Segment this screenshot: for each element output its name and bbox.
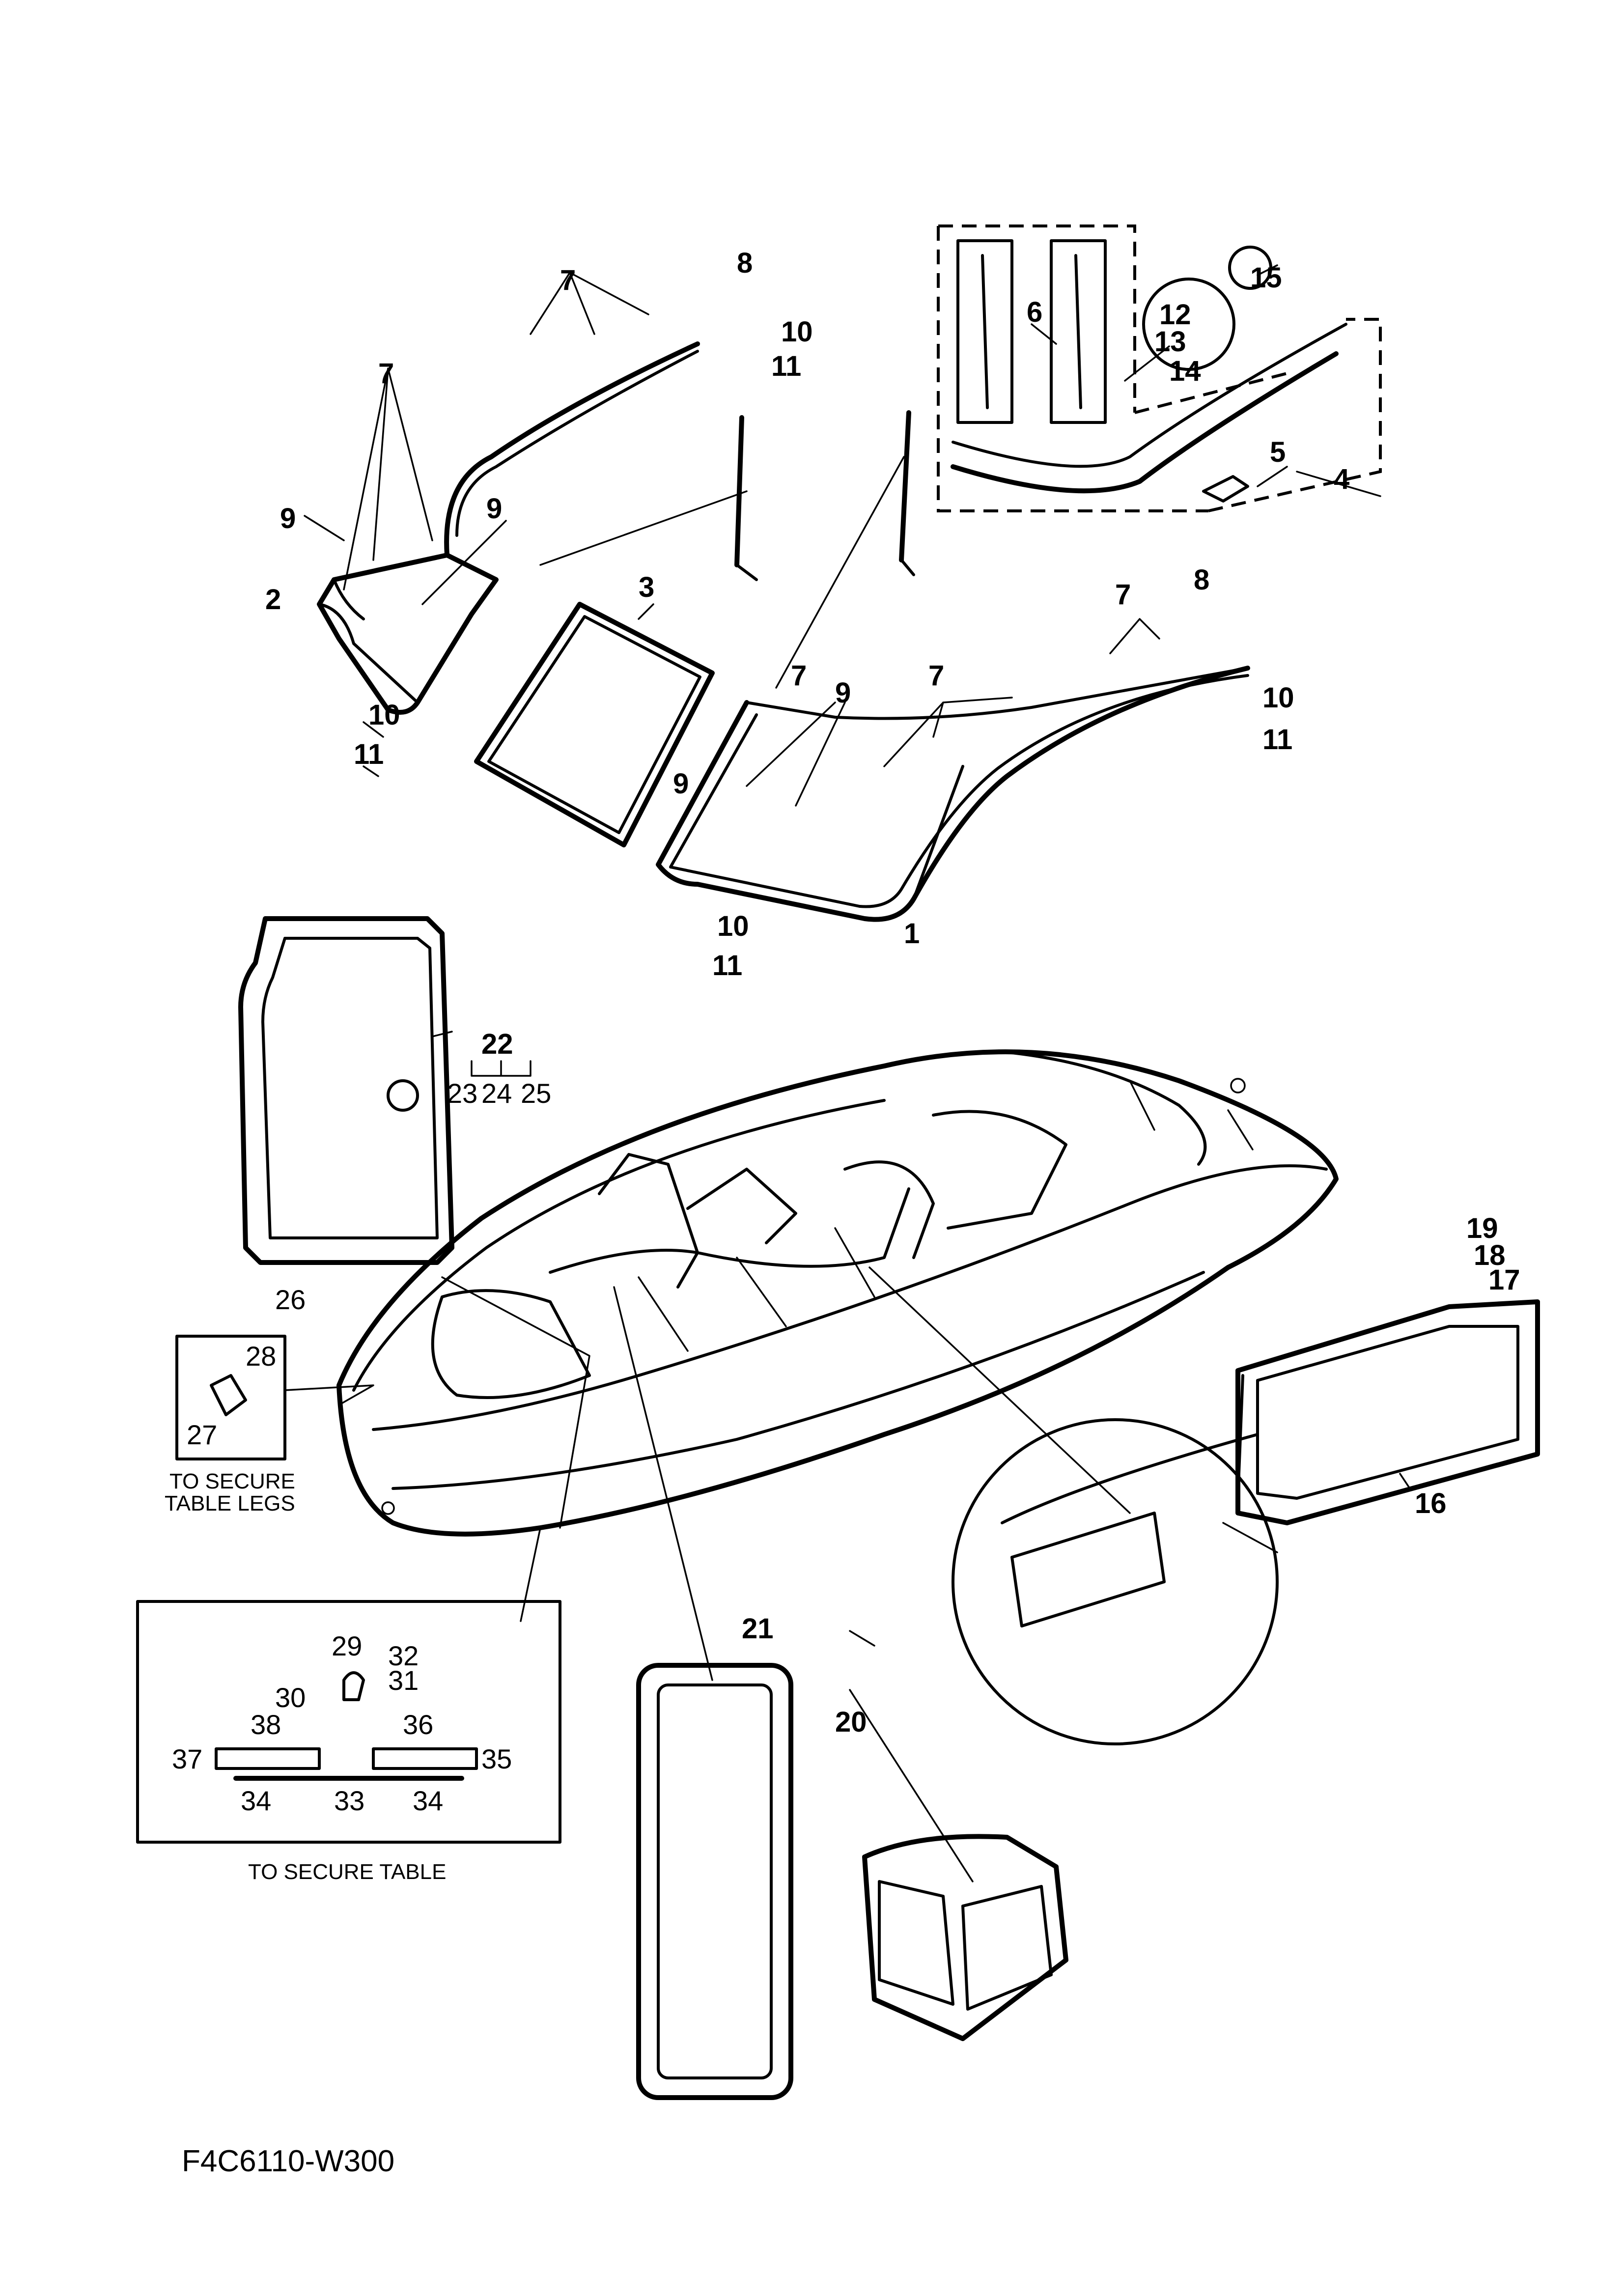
callout-10b: 10: [368, 699, 400, 731]
callout-9c: 9: [673, 768, 689, 800]
callout-7b: 7: [378, 358, 394, 390]
callout-6: 6: [1027, 296, 1042, 328]
callout-28: 28: [246, 1341, 276, 1372]
callout-8b: 8: [1194, 564, 1209, 596]
callout-29: 29: [332, 1630, 362, 1661]
callout-34a: 34: [241, 1785, 271, 1816]
callout-13: 13: [1154, 326, 1186, 358]
callout-11b: 11: [354, 738, 384, 770]
callout-22: 22: [481, 1028, 513, 1060]
note-table-legs-line1: TO SECURE: [169, 1469, 295, 1493]
callout-11c: 11: [712, 950, 742, 982]
leader-lines: [284, 264, 1411, 1882]
right-windshield: [656, 666, 1250, 922]
callout-7e: 7: [1115, 579, 1131, 611]
callout-3: 3: [639, 571, 654, 603]
callout-9b: 9: [486, 493, 502, 525]
callout-4: 4: [1334, 463, 1349, 495]
callout-35: 35: [481, 1743, 512, 1774]
detail-circle: [952, 1418, 1279, 1745]
callout-10c: 10: [717, 910, 749, 942]
callout-38: 38: [251, 1709, 281, 1740]
callout-26: 26: [275, 1284, 306, 1315]
callout-14: 14: [1169, 355, 1201, 387]
table-legs-box: [175, 1335, 286, 1460]
table-secure-box: [136, 1600, 561, 1844]
callout-7a: 7: [560, 264, 576, 296]
callout-33: 33: [334, 1785, 364, 1816]
callout-15: 15: [1250, 262, 1282, 294]
notes: TO SECURE TABLE LEGS TO SECURE TABLE: [165, 1469, 446, 1884]
note-table: TO SECURE TABLE: [248, 1860, 446, 1884]
callout-1: 1: [904, 918, 920, 950]
callout-24: 24: [481, 1078, 512, 1109]
console: [862, 1834, 1068, 2041]
grab-rails: [734, 410, 915, 581]
callout-25: 25: [521, 1078, 551, 1109]
storage-bin: [1235, 1299, 1540, 1525]
callout-19: 19: [1466, 1212, 1498, 1244]
callout-10d: 10: [1262, 682, 1294, 714]
callout-21: 21: [742, 1613, 774, 1645]
callout-8a: 8: [737, 247, 753, 279]
callout-11d: 11: [1262, 724, 1292, 756]
center-windshield: [474, 602, 715, 847]
callout-31: 31: [388, 1665, 419, 1696]
boat-hull: [336, 1049, 1339, 1537]
callout-36: 36: [403, 1709, 433, 1740]
callout-9a: 9: [280, 503, 296, 534]
callout-37: 37: [172, 1743, 202, 1774]
callout-2: 2: [265, 584, 281, 616]
callout-23: 23: [447, 1078, 477, 1109]
grab-rail-inset: [937, 224, 1382, 512]
callout-11a: 11: [771, 350, 801, 382]
door-panel: [238, 916, 454, 1265]
callouts: 1 2 3 4 5 6 7 7 7 7 7 8 8 9 9 9 9 10 10 …: [172, 247, 1520, 1816]
callout-9d: 9: [835, 677, 851, 709]
note-table-legs-line2: TABLE LEGS: [165, 1491, 295, 1515]
callout-7c: 7: [791, 660, 807, 692]
figure-code: F4C6110-W300: [182, 2144, 394, 2178]
callout-20: 20: [835, 1706, 867, 1738]
callout-5: 5: [1270, 436, 1286, 468]
table-panel: [636, 1663, 793, 2100]
callout-18: 18: [1474, 1239, 1506, 1271]
left-windshield: [317, 341, 700, 715]
callout-16: 16: [1415, 1487, 1447, 1519]
callout-32: 32: [388, 1640, 419, 1671]
callout-30: 30: [275, 1682, 306, 1713]
callout-27: 27: [187, 1419, 217, 1450]
callout-7d: 7: [928, 660, 944, 692]
callout-12: 12: [1159, 299, 1191, 331]
callout-10a: 10: [781, 316, 813, 348]
callout-17: 17: [1488, 1264, 1520, 1296]
callout-34b: 34: [413, 1785, 443, 1816]
